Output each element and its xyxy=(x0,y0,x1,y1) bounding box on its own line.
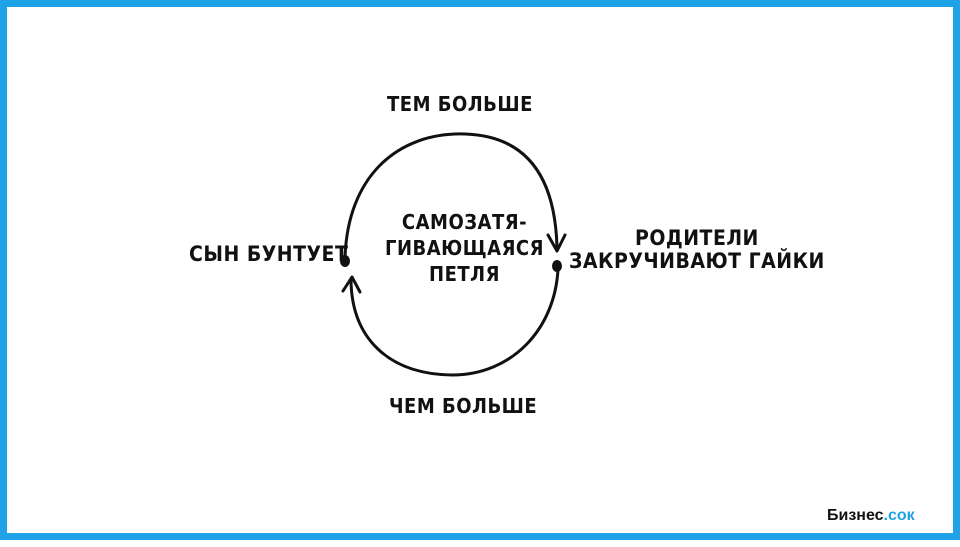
lower-arc xyxy=(349,267,560,377)
arrowhead-left xyxy=(341,275,362,294)
right-node-label: РОДИТЕЛИ ЗАКРУЧИВАЮТ ГАЙКИ xyxy=(569,226,825,274)
center-line3: ПЕТЛЯ xyxy=(429,262,500,286)
brand-suffix: .сок xyxy=(883,507,915,524)
center-label: САМОЗАТЯ- ГИВАЮЩАЯСЯ ПЕТЛЯ xyxy=(385,209,544,287)
center-line1: САМОЗАТЯ- xyxy=(401,210,528,234)
top-label: ТЕМ БОЛЬШЕ xyxy=(387,92,533,116)
center-line2: ГИВАЮЩАЯСЯ xyxy=(385,236,544,260)
bottom-label: ЧЕМ БОЛЬШЕ xyxy=(389,394,538,418)
node-right xyxy=(552,260,562,272)
upper-arc xyxy=(343,132,559,261)
left-node-label: СЫН БУНТУЕТ xyxy=(189,242,349,266)
arrowhead-right xyxy=(546,233,567,253)
node-left xyxy=(340,255,350,267)
feedback-loop-diagram xyxy=(340,132,567,377)
right-label-line2: ЗАКРУЧИВАЮТ ГАЙКИ xyxy=(569,249,825,274)
brand-name: Бизнес xyxy=(827,507,884,524)
brand-logo: Бизнес.сок xyxy=(827,507,915,525)
right-label-line1: РОДИТЕЛИ xyxy=(635,226,759,250)
